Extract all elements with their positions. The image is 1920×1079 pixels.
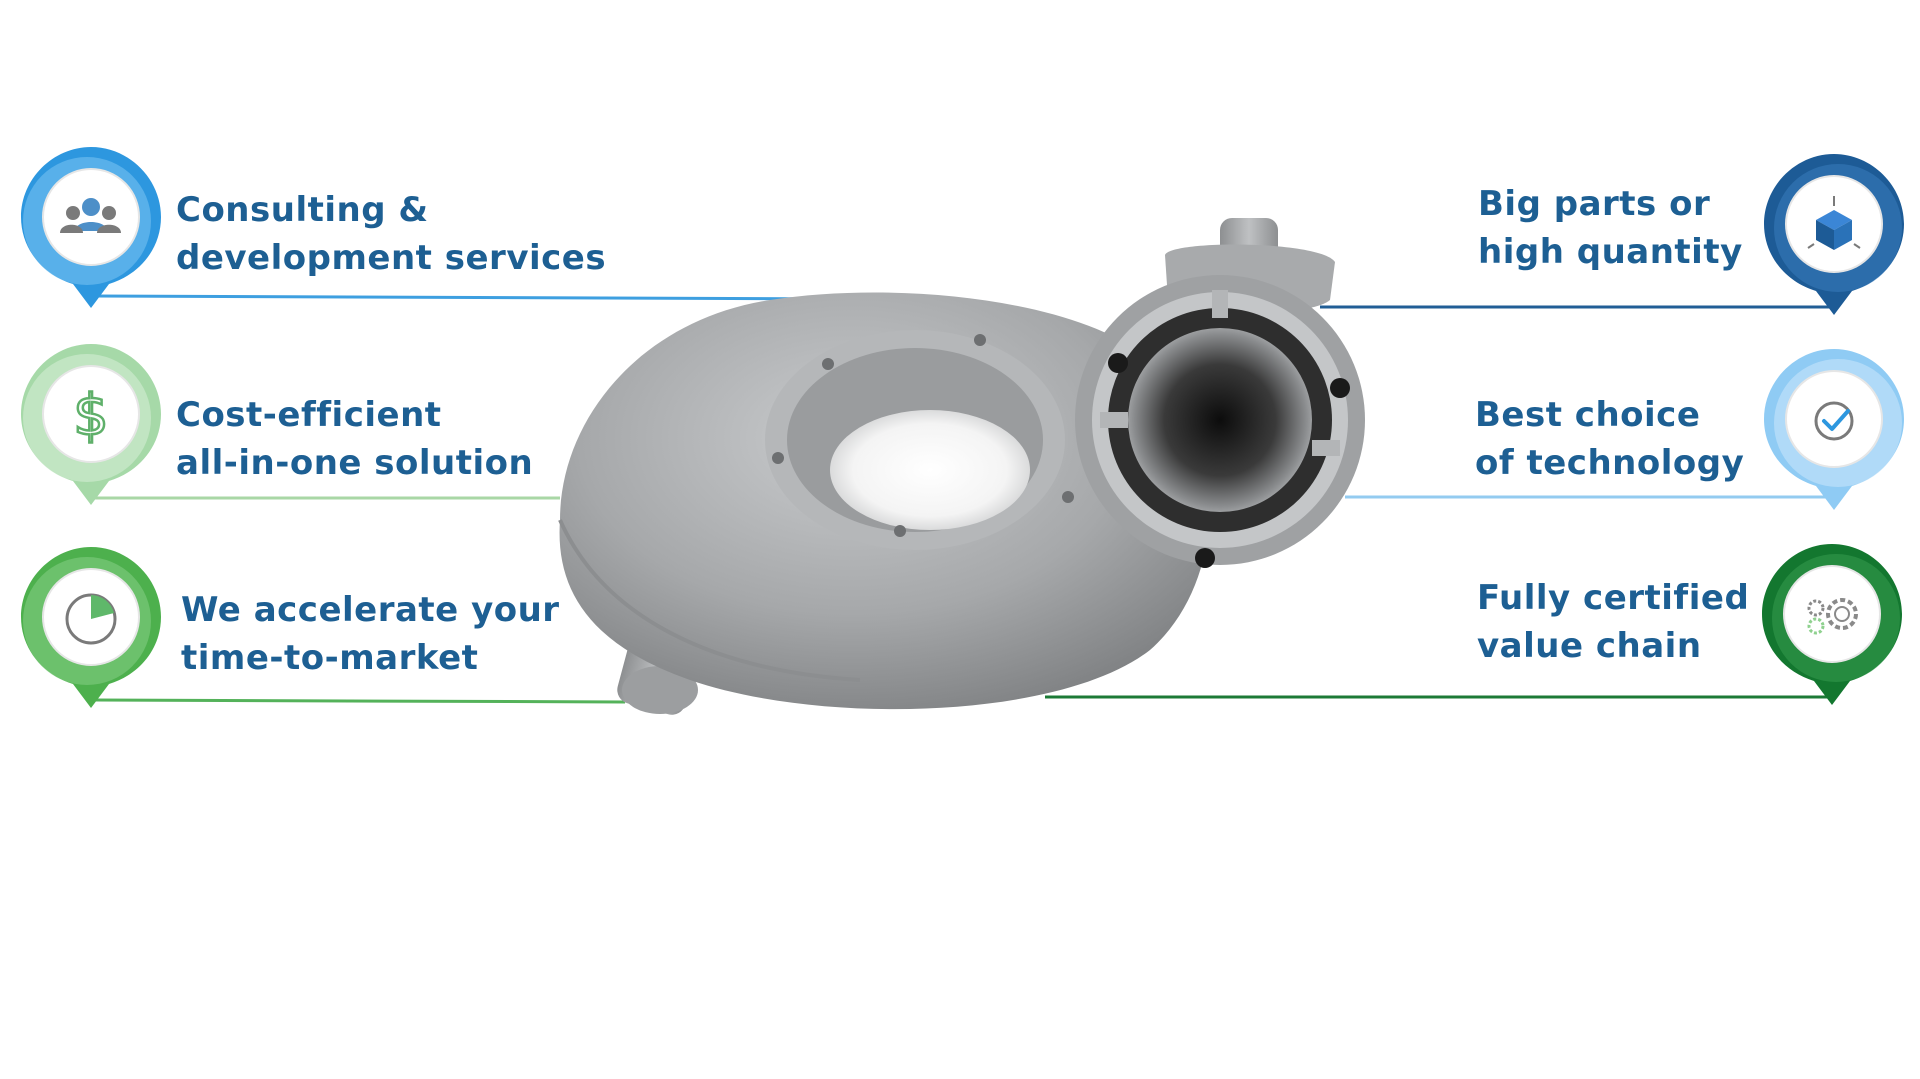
feature-consulting-line1: Consulting & xyxy=(176,190,429,230)
pin-best-choice xyxy=(1760,345,1908,520)
feature-big-parts-line2: high quantity xyxy=(1478,232,1743,272)
pin-cost: $ xyxy=(17,340,165,515)
feature-accelerate-line1: We accelerate your xyxy=(181,590,560,630)
connector-line-consulting xyxy=(94,294,846,301)
feature-cost-line2: all-in-one solution xyxy=(176,443,534,483)
feature-certified: Fully certified value chain xyxy=(1477,574,1749,670)
feature-big-parts-line1: Big parts or xyxy=(1478,184,1711,224)
connector-line-accelerate xyxy=(94,698,626,704)
feature-cost: Cost-efficient all-in-one solution xyxy=(176,391,533,487)
pin-big-parts xyxy=(1760,150,1908,325)
feature-best-choice: Best choice of technology xyxy=(1475,391,1744,487)
feature-accelerate-line2: time-to-market xyxy=(181,638,479,678)
feature-accelerate: We accelerate your time-to-market xyxy=(181,586,560,682)
feature-big-parts: Big parts or high quantity xyxy=(1478,180,1743,276)
dollar-icon: $ xyxy=(72,382,110,450)
cube-icon xyxy=(1807,196,1861,250)
gears-icon xyxy=(1807,598,1858,635)
feature-best-choice-line1: Best choice xyxy=(1475,395,1701,435)
feature-certified-line2: value chain xyxy=(1477,626,1702,666)
feature-consulting-line2: development services xyxy=(176,238,607,278)
pin-certified xyxy=(1758,540,1906,715)
feature-certified-line1: Fully certified xyxy=(1477,578,1750,618)
feature-best-choice-line2: of technology xyxy=(1475,443,1745,483)
pin-accelerate xyxy=(17,543,165,718)
pin-consulting xyxy=(17,143,165,318)
svg-text:$: $ xyxy=(73,383,109,448)
pump-housing-image xyxy=(558,218,1365,715)
checkmark-icon xyxy=(1814,401,1854,441)
pie-chart-icon xyxy=(65,593,117,645)
feature-cost-line1: Cost-efficient xyxy=(176,395,442,435)
feature-consulting: Consulting & development services xyxy=(176,186,606,282)
people-icon xyxy=(60,198,121,233)
